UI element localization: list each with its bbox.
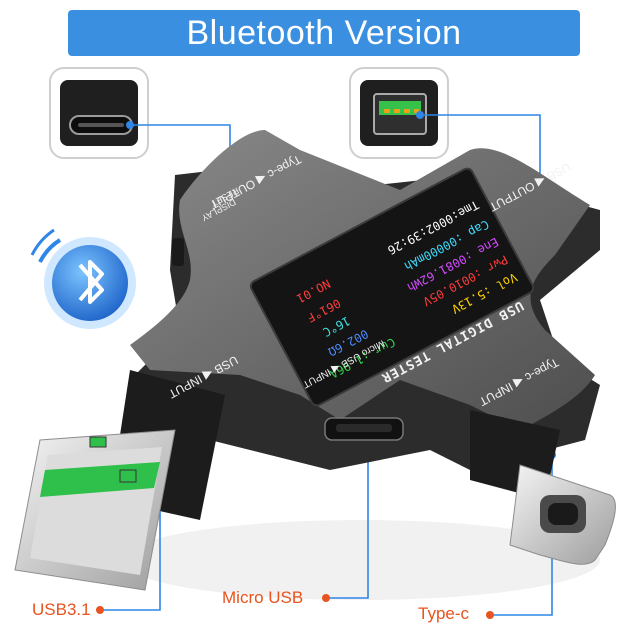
usb-a-plug xyxy=(14,370,225,591)
typec-port-inset xyxy=(49,67,149,159)
typec-plug xyxy=(470,410,616,565)
typec-callout: Type-c xyxy=(418,604,470,623)
micro-usb-port xyxy=(324,417,404,441)
floor-reflection xyxy=(120,520,600,600)
bluetooth-icon xyxy=(30,228,136,329)
banner-title: Bluetooth Version xyxy=(186,13,462,52)
micro-usb-callout: Micro USB xyxy=(222,588,304,607)
usb31-callout: USB3.1 xyxy=(32,600,91,619)
title-banner: Bluetooth Version xyxy=(68,10,580,56)
usb-port-inset xyxy=(349,67,449,159)
lcd-screen xyxy=(249,167,535,407)
side-button xyxy=(172,238,184,266)
